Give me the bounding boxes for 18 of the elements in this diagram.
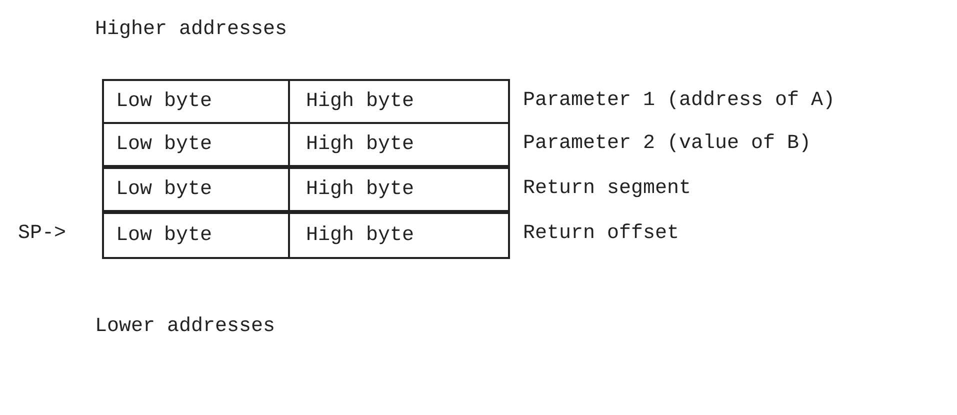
row-description: Return segment bbox=[523, 177, 692, 201]
row-description: Parameter 1 (address of A) bbox=[523, 89, 836, 113]
stack-row bbox=[102, 79, 510, 124]
address-label: Lower addresses bbox=[95, 315, 276, 339]
stack-row bbox=[102, 212, 510, 259]
stack-row bbox=[102, 122, 510, 167]
address-label: Higher addresses bbox=[95, 18, 288, 42]
byte-cell-text: High byte bbox=[305, 132, 416, 158]
byte-cell-text: High byte bbox=[305, 177, 416, 203]
byte-cell-text: High byte bbox=[305, 89, 416, 115]
pointer-label: SP-> bbox=[18, 222, 66, 246]
row-description: Parameter 2 (value of B) bbox=[523, 132, 812, 156]
byte-cell: Low byte bbox=[104, 214, 290, 257]
byte-cell: Low byte bbox=[104, 169, 290, 210]
byte-cell: Low byte bbox=[104, 124, 290, 165]
row-description: Return offset bbox=[523, 222, 680, 246]
byte-cell-text: High byte bbox=[305, 223, 416, 249]
stack-row bbox=[102, 167, 510, 212]
